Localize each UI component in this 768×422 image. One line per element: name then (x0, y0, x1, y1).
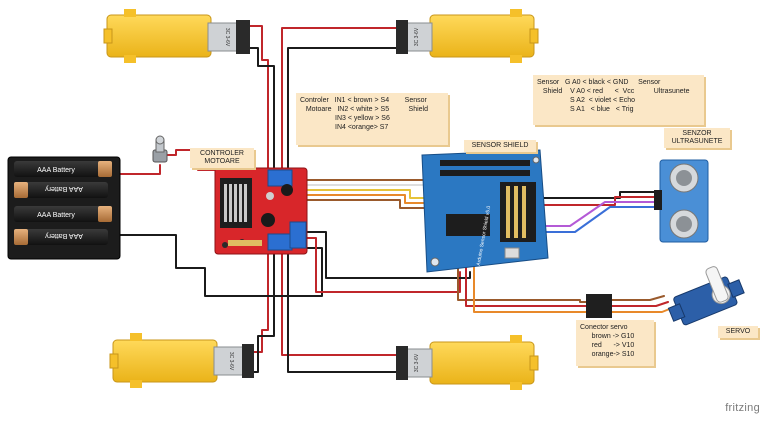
motor-bottom-right: 3C 3-6V (396, 335, 539, 390)
wire-servo-cable-red (611, 301, 669, 307)
servo-title-label: SERVO (718, 326, 758, 338)
sensor-shield-board: Arduino Sensor Shield v5.0 (421, 149, 549, 273)
wire-motor-tl-red (249, 25, 269, 171)
motor-controller-board (214, 167, 308, 255)
motor-marking: 3C 3-6V (228, 352, 234, 371)
servo-pin-map-note: Conector servo brown -> G10 red -> V10 o… (576, 320, 654, 366)
sensor-shield-title-label: SENSOR SHIELD (464, 140, 536, 152)
wire-motor-br-red (281, 251, 399, 356)
wire-servo-cable-brown (611, 295, 665, 301)
battery-label: AAA Battery (37, 167, 75, 174)
wire-servo-cable-orange (611, 307, 673, 313)
motor-marking: 3C 3-6V (224, 28, 230, 47)
servo-pin-map-text: Conector servo brown -> G10 red -> V10 o… (580, 324, 635, 358)
battery-label: AAA Battery (37, 212, 75, 219)
controller-pin-map-note: Controler IN1 < brown > S4 Sensor Motoar… (296, 93, 448, 145)
battery-pack: AAA Battery AAA Battery AAA Battery AAA … (7, 156, 121, 260)
wire-us-black (539, 191, 661, 199)
motor-bottom-left: 3C 3-6V (109, 333, 254, 388)
wire-motor-bl-black (249, 251, 275, 373)
battery-label: AAA Battery (45, 185, 83, 192)
power-switch (152, 135, 168, 163)
wire-motor-tr-red (281, 27, 399, 171)
fritzing-watermark: fritzing (725, 402, 760, 414)
wire-motor-br-black (287, 251, 399, 373)
controller-title-label: CONTROLER MOTOARE (190, 148, 254, 168)
sensor-pin-map-note: Sensor G A0 < black < GND Sensor Shield … (533, 75, 704, 125)
wire-power-red (305, 237, 461, 293)
wire-power-black (305, 231, 471, 279)
motor-top-left: 3C 3-6V (103, 9, 250, 63)
battery-label: AAA Battery (45, 232, 83, 239)
wire-motor-tl-black (249, 47, 275, 171)
ultrasonic-sensor (654, 159, 709, 243)
motor-top-right: 3C 3-6V (396, 9, 539, 63)
motor-marking: 3C 3-6V (414, 27, 420, 46)
motor-marking: 3C 3-6V (414, 353, 420, 372)
ultrasonic-title-label: SENZOR ULTRASUNETE (664, 128, 730, 148)
sensor-pin-map-text: Sensor G A0 < black < GND Sensor Shield … (537, 79, 690, 113)
controller-pin-map-text: Controler IN1 < brown > S4 Sensor Motoar… (300, 97, 429, 131)
wire-battery-black (119, 234, 323, 297)
servo-motor (586, 266, 745, 326)
wire-battery-red (119, 164, 161, 175)
wire-motor-tr-black (287, 47, 399, 171)
